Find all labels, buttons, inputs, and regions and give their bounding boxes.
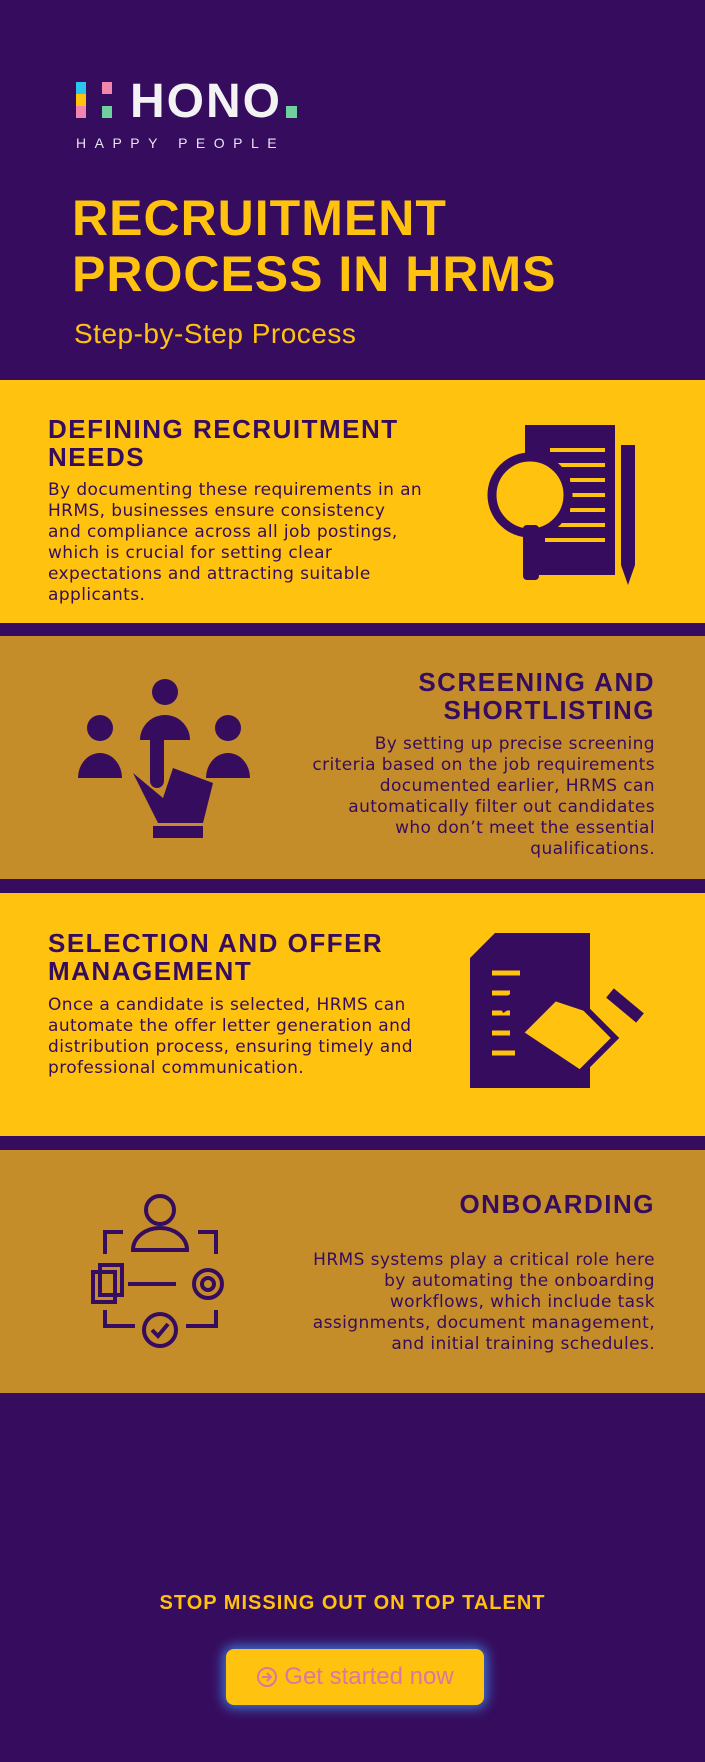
section-onboarding: ONBOARDING HRMS systems play a critical …	[0, 1150, 705, 1393]
section-heading: SELECTION AND OFFER MANAGEMENT	[48, 928, 384, 986]
get-started-label: Get started now	[284, 1663, 454, 1690]
get-started-button[interactable]: Get started now	[226, 1649, 484, 1705]
section-heading: DEFINING RECRUITMENT NEEDS	[48, 414, 399, 472]
section-body: Once a candidate is selected, HRMS can a…	[48, 995, 413, 1078]
cta-heading: STOP MISSING OUT ON TOP TALENT	[159, 1592, 546, 1614]
tagline: HAPPY PEOPLE	[76, 135, 286, 151]
section-heading: SCREENING AND SHORTLISTING	[418, 667, 655, 725]
select-candidate-icon	[78, 679, 250, 838]
section-body: By setting up precise screening criteria…	[312, 734, 655, 859]
logo-dot-icon	[286, 106, 297, 118]
logo-text: HONO	[130, 75, 282, 128]
section-screening: SCREENING AND SHORTLISTING By setting up…	[0, 636, 705, 879]
subtitle: Step-by-Step Process	[74, 318, 357, 349]
section-body: HRMS systems play a critical role here b…	[312, 1250, 655, 1354]
workflow-icon	[91, 1194, 224, 1348]
section-selection-offer: SELECTION AND OFFER MANAGEMENT Once a ca…	[0, 893, 705, 1136]
section-defining-needs: DEFINING RECRUITMENT NEEDS By documentin…	[0, 380, 705, 623]
section-body: By documenting these requirements in an …	[48, 480, 423, 605]
contract-handshake-icon	[470, 933, 644, 1088]
arrow-right-circle-icon	[257, 1667, 278, 1687]
logo: HONO	[76, 75, 298, 128]
document-search-icon	[487, 425, 635, 585]
section-heading: ONBOARDING	[459, 1189, 655, 1219]
logo-mark-icon	[76, 82, 112, 118]
